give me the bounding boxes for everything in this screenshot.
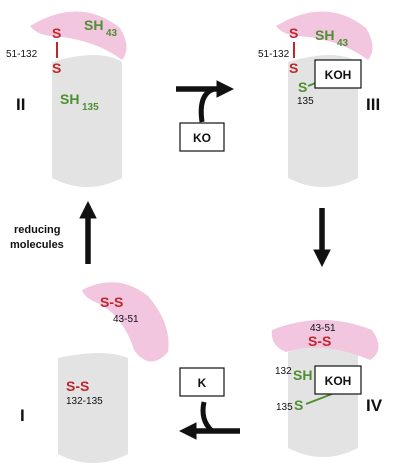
numeral-iv: IV	[366, 396, 383, 415]
s135-sub-iii: 135	[297, 96, 314, 107]
sh135-sub-ii: 135	[82, 102, 99, 113]
loop-ss-iv: S-S	[308, 333, 331, 349]
state-iv: 43-51 S-S 132 SH 135 S KOH IV	[271, 320, 383, 457]
cylinder-i	[58, 353, 128, 463]
loop-ii	[30, 11, 127, 60]
state-ii: SH 43 S S 51-132 SH 135 II	[6, 11, 127, 187]
loop-i	[82, 282, 169, 362]
transition-i-ii: reducing molecules	[10, 200, 97, 264]
reducing-label: reducing	[14, 224, 60, 236]
sh43-label-iii: SH	[315, 27, 334, 43]
s135-label-iv: S	[294, 397, 303, 413]
koh-box-iii	[314, 59, 362, 89]
sh43-sub-ii: 43	[106, 28, 118, 39]
sh132-label-iv: SH	[293, 367, 312, 383]
koh-text-iii: KOH	[325, 68, 352, 82]
loop-ss-i: S-S	[100, 294, 123, 310]
koh-box-iv	[314, 365, 362, 395]
k-box	[179, 367, 225, 397]
s-upper-ii: S	[52, 25, 61, 41]
body-range-i: 132-135	[66, 396, 103, 407]
curved-output-arrow-icon	[200, 401, 214, 433]
bond-range-iii: 51-132	[258, 49, 290, 60]
s135-label-iii: S	[298, 79, 307, 95]
s-lower-iii: S	[289, 60, 298, 76]
transition-ii-iii: KO	[176, 80, 235, 152]
loop-range-i: 43-51	[113, 314, 139, 325]
molecules-label: molecules	[10, 239, 64, 251]
body-ss-i: S-S	[66, 378, 89, 394]
s135-bond-iv	[305, 393, 333, 405]
numeral-i: I	[20, 406, 25, 425]
transition-iv-i: K	[178, 367, 240, 440]
s-lower-ii: S	[52, 60, 61, 76]
sh135-label-ii: SH	[60, 91, 79, 107]
s-upper-iii: S	[289, 25, 298, 41]
cylinder-ii	[52, 55, 122, 187]
loop-range-iv: 43-51	[310, 323, 336, 334]
sh43-label-ii: SH	[84, 17, 103, 33]
curved-input-arrow-icon	[198, 86, 215, 123]
sh43-sub-iii: 43	[337, 38, 349, 49]
loop-iii	[276, 11, 373, 60]
numeral-iii: III	[366, 95, 380, 114]
bond-range-ii: 51-132	[6, 49, 38, 60]
state-i: S-S 43-51 S-S 132-135 I	[20, 282, 169, 463]
state-iii: SH 43 S S 51-132 S 135 KOH III	[258, 11, 380, 187]
loop-iv	[271, 320, 379, 360]
k-text: K	[198, 376, 207, 390]
ko-text: KO	[193, 131, 211, 145]
s135-pre-iv: 135	[276, 402, 293, 413]
numeral-ii: II	[16, 95, 25, 114]
sh132-pre-iv: 132	[275, 366, 292, 377]
ko-box	[179, 122, 225, 152]
koh-text-iv: KOH	[325, 374, 352, 388]
